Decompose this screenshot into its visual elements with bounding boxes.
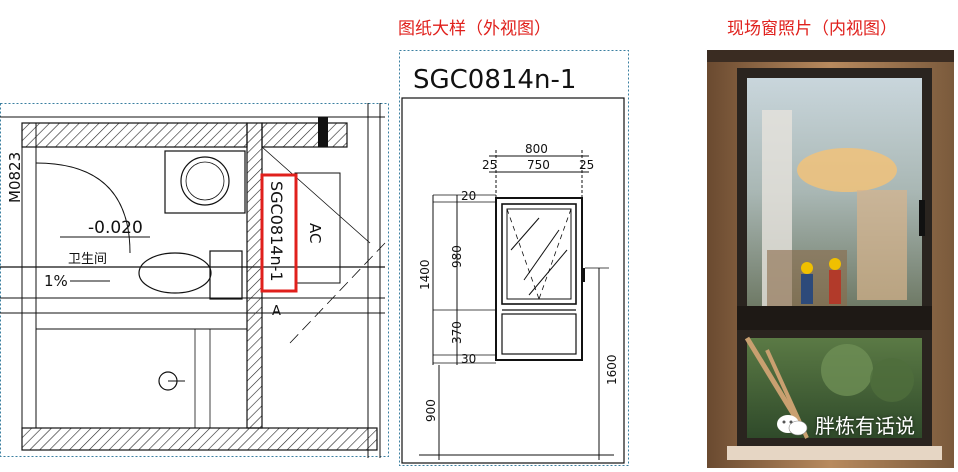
floor-plan-panel: M0823 -0.020 卫生间 1% AC A SGC0814n-1 [0,103,390,458]
window-photo [707,50,954,468]
photo-caption: 现场窗照片（内视图） [727,19,897,39]
room-name: 卫生间 [68,252,107,267]
window-code-plan: SGC0814n-1 [267,181,286,282]
door-code: M0823 [6,152,24,203]
window-detail-panel: SGC0814n-1 800 750 25 25 20 980 370 [399,50,629,467]
window-detail-drawing: SGC0814n-1 800 750 25 25 20 980 370 [399,50,629,466]
elevation-label: -0.020 [88,218,143,238]
ac-label: AC [306,223,324,243]
window-highlight [260,173,298,293]
dim-sill-left: 900 [424,399,438,422]
slope-label: 1% [44,272,68,290]
detail-title: SGC0814n-1 [413,65,576,95]
dim-side-right: 25 [579,158,594,172]
floor-plan-drawing: M0823 -0.020 卫生间 1% AC A SGC0814n-1 [0,103,389,458]
dim-upper: 980 [450,245,464,268]
dim-side-left: 25 [482,158,497,172]
dim-bottom: 30 [461,352,476,366]
drawing-caption: 图纸大样（外视图） [398,19,551,39]
dim-total-width: 800 [525,142,548,156]
watermark-text: 胖栋有话说 [815,414,915,438]
axis-label: A [272,304,281,319]
dim-sill-right: 1600 [605,354,619,385]
dim-lower: 370 [450,321,464,344]
dim-height: 1400 [418,259,432,290]
wechat-icon [777,414,808,435]
dim-inner-width: 750 [527,158,550,172]
dim-top: 20 [461,189,476,203]
window-photo-panel [707,50,954,468]
watermark: 胖栋有话说 [775,410,915,439]
